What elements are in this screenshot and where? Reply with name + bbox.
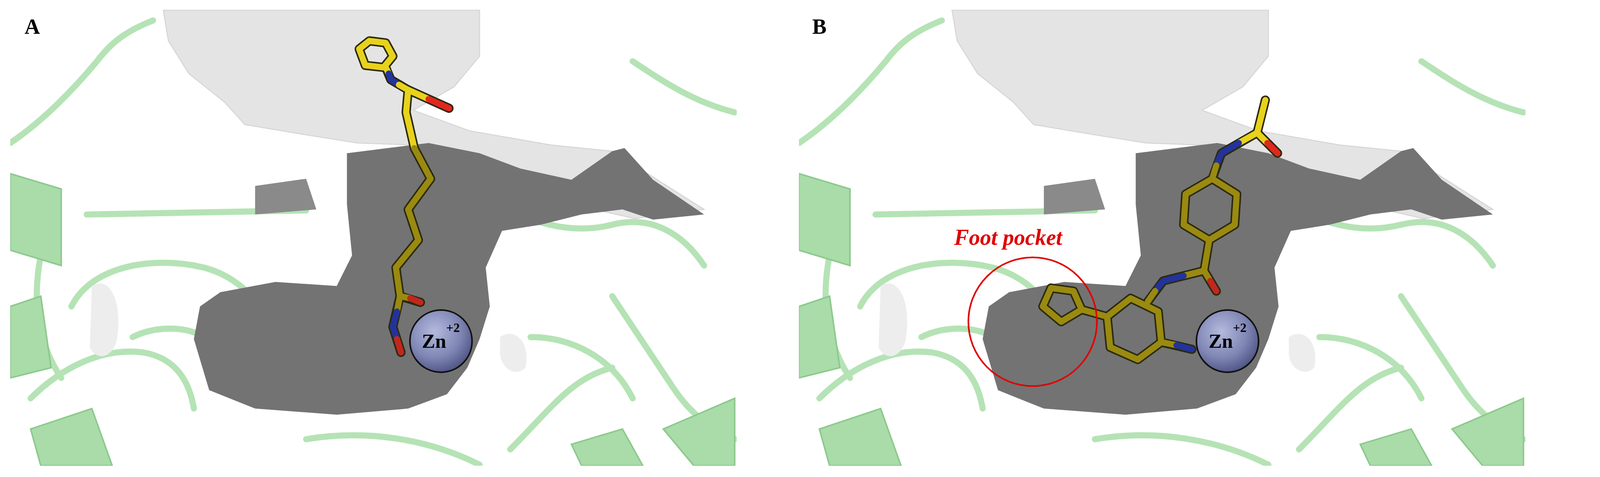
charge-superscript: +2 (446, 320, 460, 335)
panel-letter: A (24, 14, 41, 39)
element-symbol: Zn (421, 329, 447, 353)
element-symbol: Zn (1208, 329, 1233, 353)
zinc-ion-sphere: Zn+2 (1194, 308, 1260, 374)
pocket-label: Foot pocket (954, 224, 1063, 250)
charge-superscript: +2 (1232, 320, 1247, 335)
zinc-ion-sphere: Zn+2 (408, 308, 474, 374)
panel-letter: B (812, 14, 827, 39)
